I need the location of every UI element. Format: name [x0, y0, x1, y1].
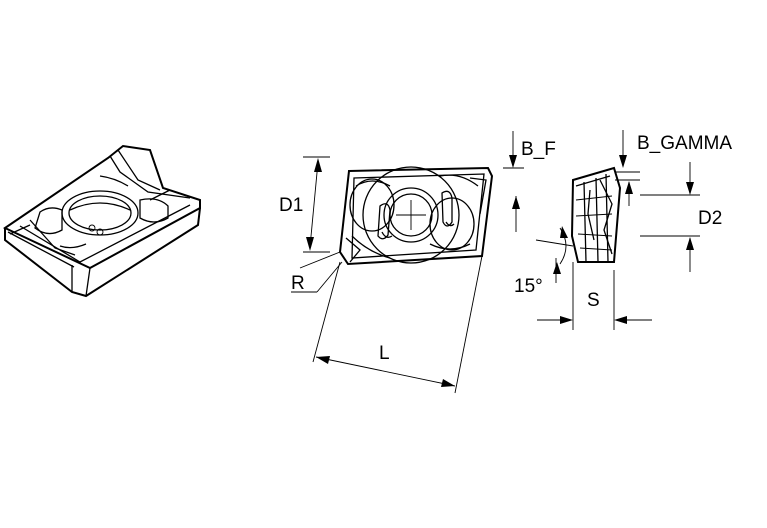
insert-top-view	[299, 166, 494, 269]
dimension-d2	[640, 162, 700, 272]
dimension-b-f	[503, 131, 524, 232]
insert-side-view	[570, 166, 622, 263]
d2-label: D2	[698, 208, 722, 229]
s-label: S	[587, 290, 600, 311]
dimension-b-gamma	[615, 130, 640, 206]
b-gamma-label: B_GAMMA	[637, 133, 732, 154]
b-f-label: B_F	[521, 139, 556, 160]
dimension-r	[291, 261, 343, 293]
dimension-l	[312, 255, 483, 394]
dimension-d1	[303, 156, 330, 253]
d1-label: D1	[279, 195, 303, 216]
dimension-angle	[535, 226, 574, 283]
r-label: R	[291, 273, 305, 294]
l-label: L	[379, 343, 390, 364]
isometric-insert-view	[2, 144, 201, 298]
dimension-s	[537, 262, 652, 330]
angle-label: 15°	[514, 276, 543, 297]
